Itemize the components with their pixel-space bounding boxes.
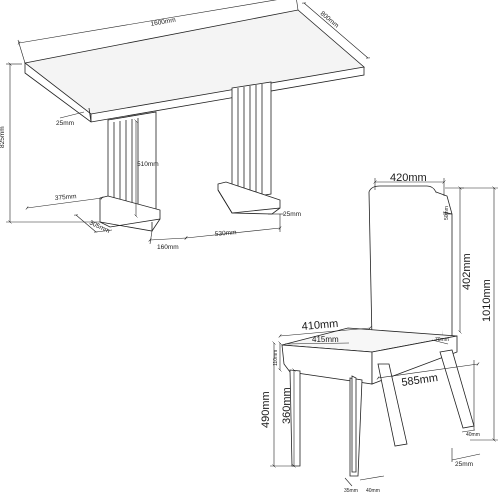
table-drawing — [6, 0, 368, 245]
chair-drawing — [270, 178, 498, 487]
chair-seat-height-label: 490mm — [260, 391, 272, 428]
table-base-right — [217, 81, 281, 215]
chair-dimension-lines — [270, 178, 498, 487]
table-foot-height-label: 25mm — [283, 211, 301, 218]
chair-seat-width-label: 410mm — [301, 318, 339, 333]
chair-backrest — [368, 185, 453, 341]
table-top — [24, 9, 365, 123]
chair-seat-thickness-label: 110mm — [273, 350, 279, 366]
table-base-left — [99, 111, 161, 232]
chair-back-leg-foot-label: 25mm — [455, 461, 473, 468]
table-height-label: 825mm — [0, 126, 6, 148]
table-base-height-label: 510mm — [137, 161, 159, 168]
chair-back-height-label: 402mm — [461, 253, 473, 290]
chair-back-leg-size-label: 40mm — [466, 432, 480, 438]
table-base-gap-label: 530mm — [215, 229, 237, 238]
table-width-label: 800mm — [319, 10, 340, 29]
chair-seat-depth-label: 415mm — [312, 335, 339, 344]
chair-seat-back-offset-label: 70mm — [435, 337, 449, 343]
chair-back-width-label: 420mm — [390, 172, 427, 184]
chair-front-leg-b-label: 40mm — [366, 488, 380, 494]
chair-total-height-label: 1010mm — [481, 279, 493, 322]
chair-front-leg-a-label: 35mm — [344, 488, 358, 494]
table-foot-width-label: 160mm — [157, 244, 179, 251]
table-dimension-lines — [6, 0, 368, 245]
chair-leg-height-label: 360mm — [281, 387, 293, 424]
table-length-label: 1600mm — [150, 17, 176, 28]
table-top-overhang-label: 25mm — [56, 120, 74, 127]
chair-back-thickness-label: 50mm — [444, 206, 450, 220]
table-leg-offset-label: 375mm — [55, 193, 77, 202]
chair-depth-label: 585mm — [401, 372, 439, 389]
